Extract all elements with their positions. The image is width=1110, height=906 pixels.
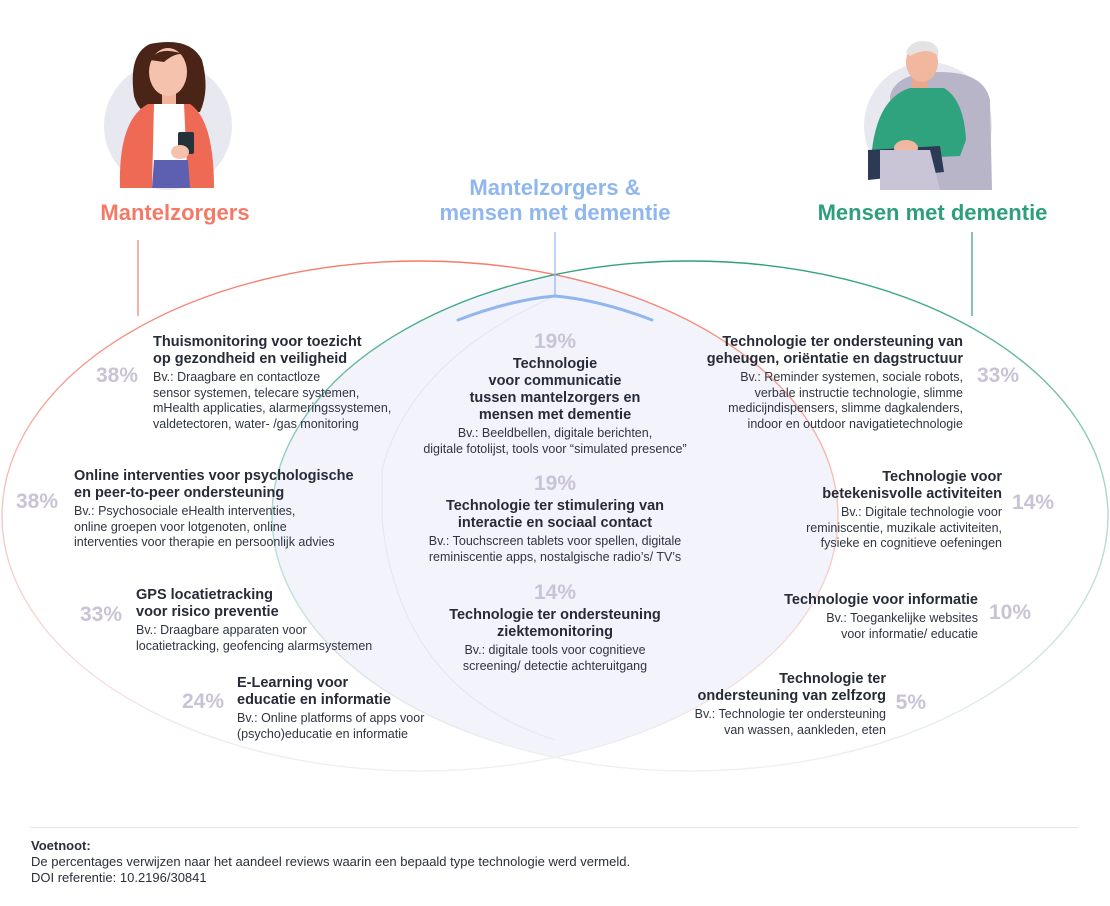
- elderly-man-in-armchair-illustration: [864, 41, 992, 190]
- patient-item-information: 10% Technologie voor informatie Bv.: Toe…: [718, 592, 1031, 642]
- item-description: Bv.: Beeldbellen, digitale berichten,dig…: [423, 426, 687, 456]
- item-description: Bv.: Touchscreen tablets voor spellen, d…: [428, 534, 682, 564]
- percentage: 5%: [895, 691, 926, 714]
- item-description: Bv.: Reminder systemen, sociale robots,v…: [728, 370, 963, 431]
- footer-divider: [30, 827, 1078, 828]
- percentage: 10%: [988, 601, 1031, 624]
- caregivers-header: Mantelzorgers: [100, 200, 250, 225]
- item-description: Bv.: Psychosociale eHealth interventies,…: [74, 504, 335, 549]
- percentage: 38%: [96, 364, 139, 387]
- shared-header-line1: Mantelzorgers &: [469, 175, 641, 200]
- percentage: 33%: [80, 603, 123, 626]
- overlap-area: [272, 261, 838, 771]
- footnote-doi: DOI referentie: 10.2196/30841: [31, 870, 207, 885]
- shared-header-line2: mensen met dementie: [439, 200, 671, 225]
- footnote: Voetnoot: De percentages verwijzen naar …: [31, 838, 630, 886]
- percentage: 14%: [1011, 491, 1054, 514]
- patients-header: Mensen met dementie: [817, 200, 1048, 225]
- caregiver-item-online-interventions: 38% Online interventies voor psychologis…: [16, 468, 354, 551]
- footnote-text: De percentages verwijzen naar het aandee…: [31, 854, 631, 869]
- caregiver-circle: [1, 260, 839, 772]
- item-title: Technologie voor informatie: [784, 592, 978, 608]
- woman-with-phone-illustration: [104, 42, 232, 190]
- item-description: Bv.: Online platforms of apps voor(psych…: [237, 711, 425, 741]
- footnote-title: Voetnoot:: [31, 838, 91, 853]
- percentage: 38%: [16, 490, 59, 513]
- patient-circle: [271, 260, 1109, 772]
- percentage: 33%: [976, 364, 1019, 387]
- shared-header: Mantelzorgers & mensen met dementie: [395, 175, 715, 225]
- percentage: 19%: [533, 472, 577, 495]
- percentage: 14%: [533, 581, 577, 604]
- percentage: 24%: [182, 690, 225, 713]
- percentage: 19%: [533, 330, 577, 353]
